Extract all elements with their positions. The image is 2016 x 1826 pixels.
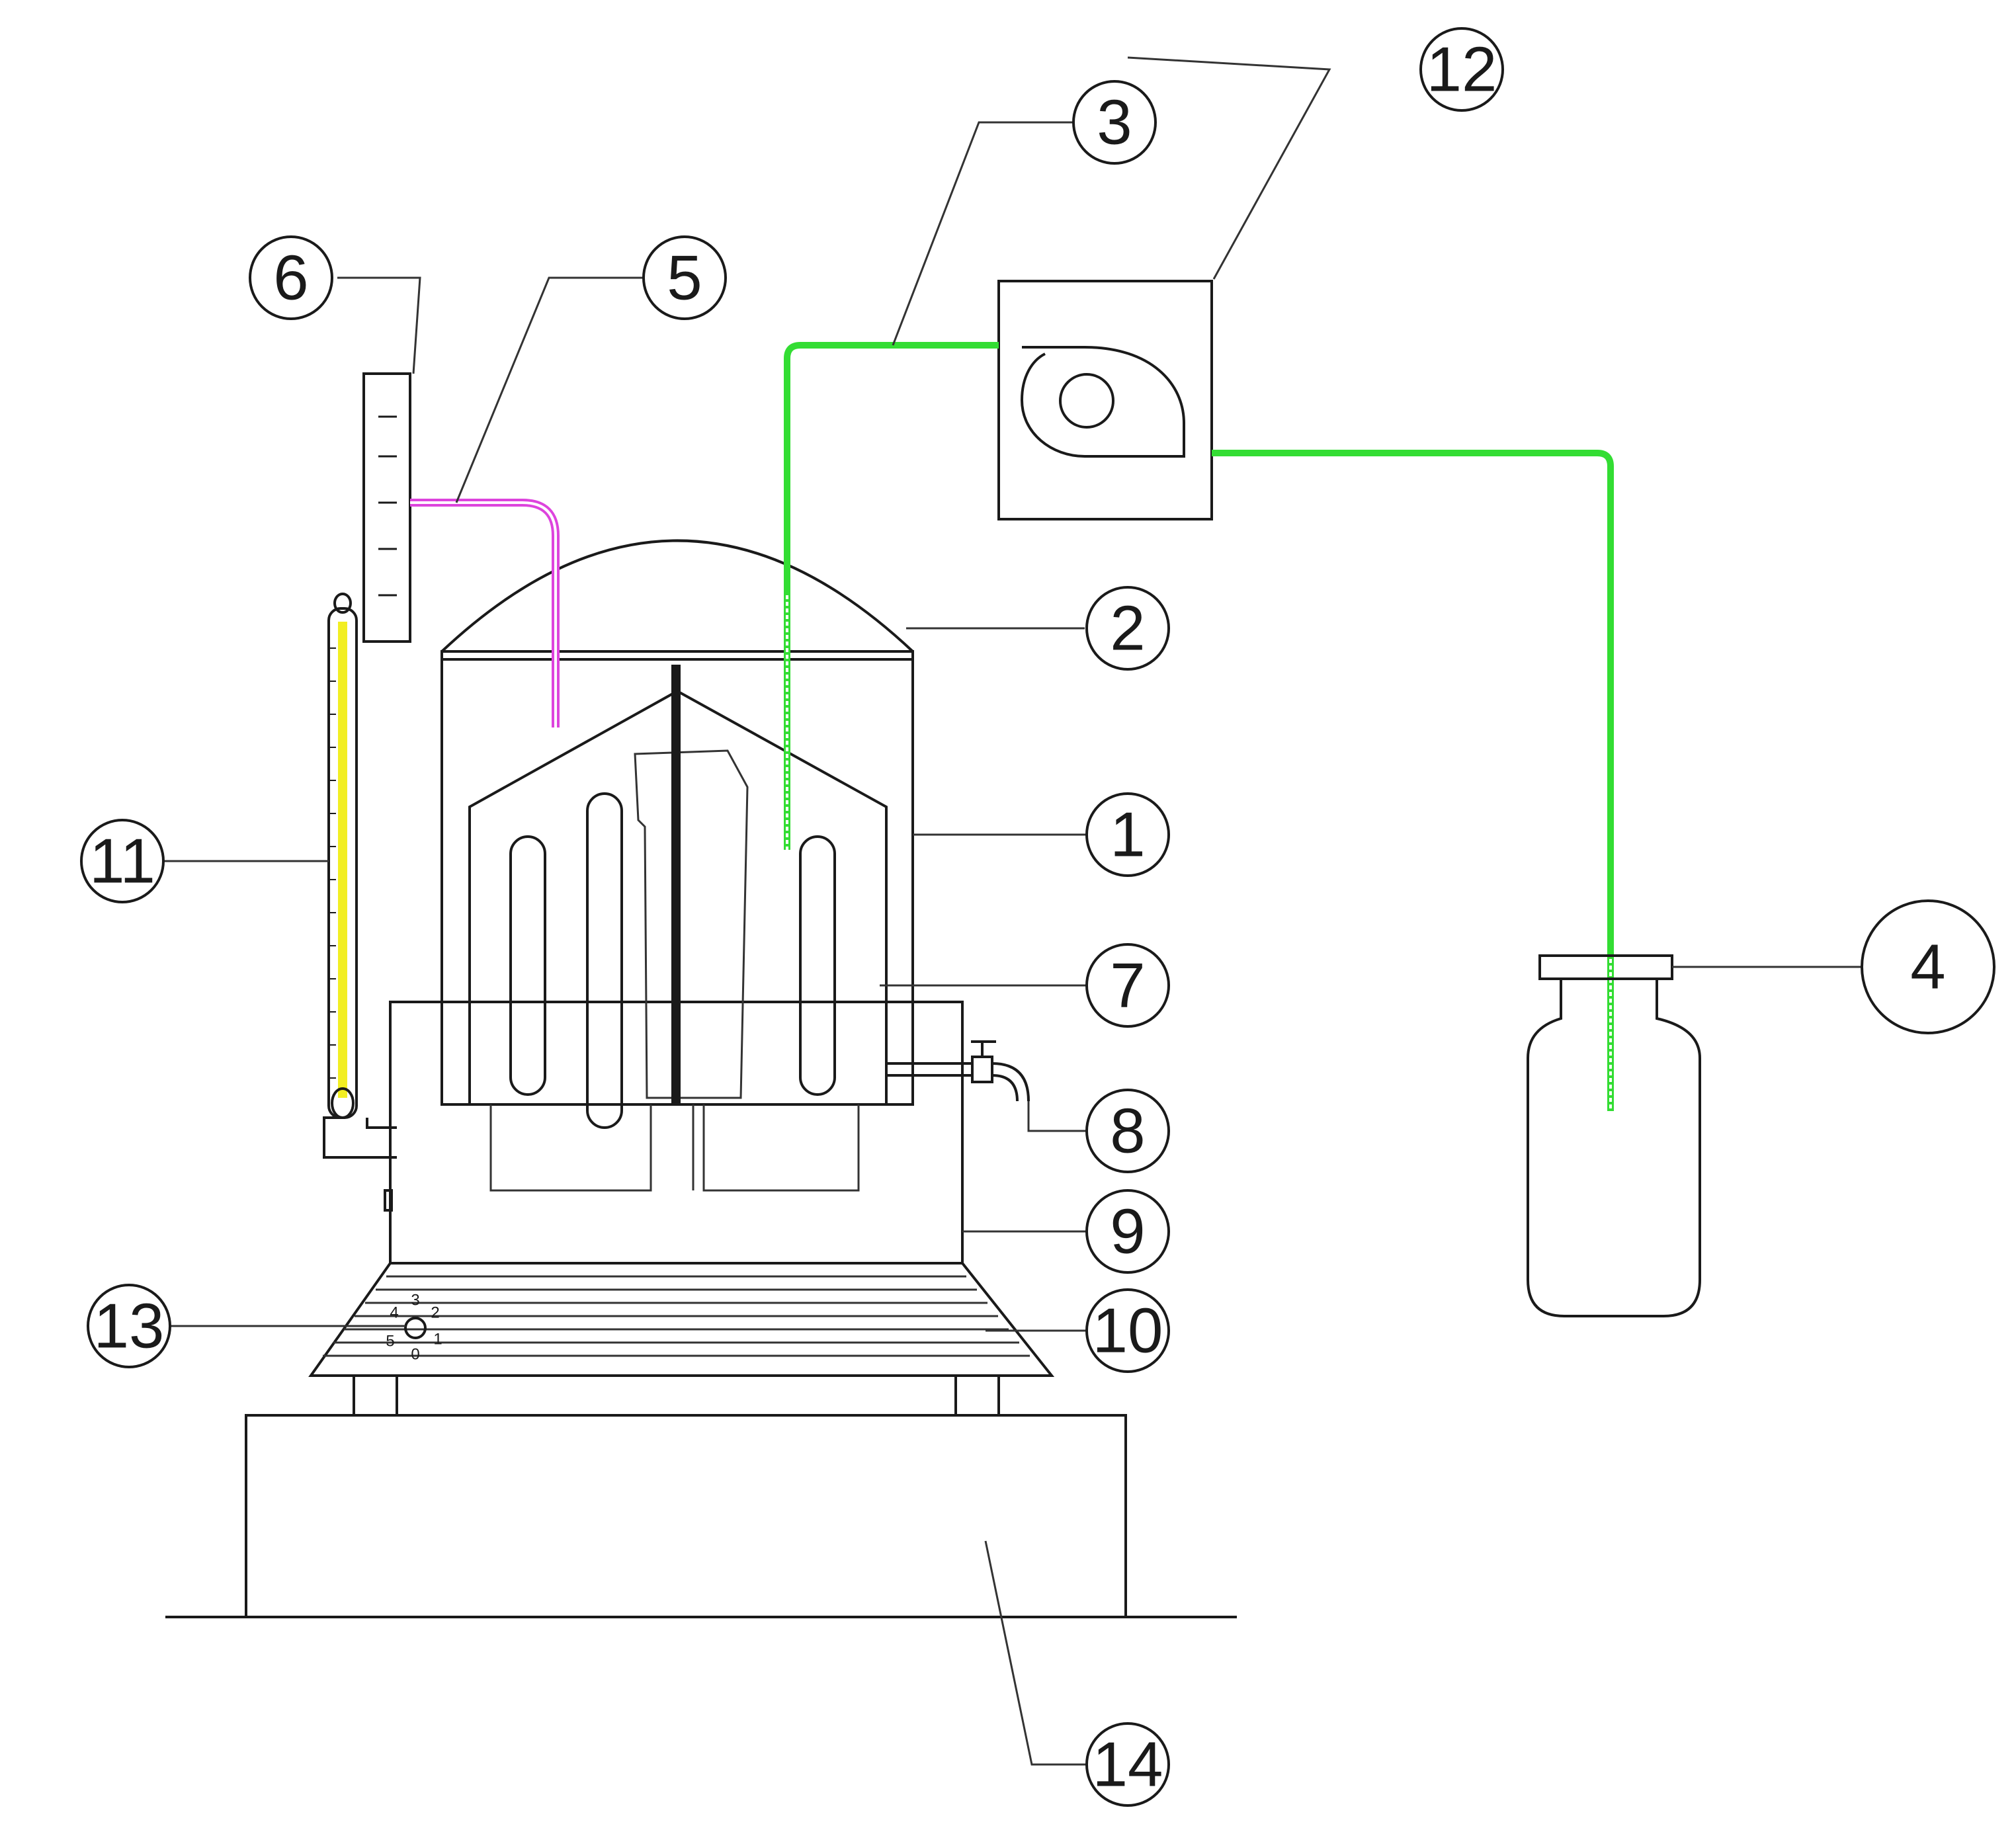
dial-mark-3: 3 — [411, 1292, 419, 1309]
callout-5-label: 5 — [667, 243, 702, 313]
valve-spout — [991, 1062, 1030, 1102]
dial-mark-1: 1 — [433, 1331, 442, 1349]
dial-mark-0: 0 — [411, 1346, 419, 1364]
callout-7: 7 — [1085, 943, 1170, 1028]
thermometer — [327, 593, 358, 1119]
callout-7-label: 7 — [1110, 950, 1145, 1021]
callout-10: 10 — [1085, 1288, 1170, 1373]
thermometer-scale — [330, 647, 336, 1079]
basket-slot-1 — [509, 835, 546, 1096]
base-stand — [245, 1414, 1127, 1618]
air-tube-outlet — [1212, 450, 1614, 1111]
callout-6: 6 — [249, 235, 333, 320]
callout-11: 11 — [80, 819, 165, 903]
flow-meter-scale — [378, 415, 397, 597]
bottle-cap — [1538, 954, 1673, 980]
callout-8-label: 8 — [1110, 1096, 1145, 1167]
callout-8: 8 — [1085, 1089, 1170, 1173]
drain-valve — [885, 1040, 1030, 1102]
callout-6-label: 6 — [273, 243, 308, 313]
basket-skirt-left — [489, 1104, 652, 1192]
basket-skirt-right — [702, 1104, 860, 1192]
callout-14-label: 14 — [1093, 1729, 1163, 1800]
flow-meter — [362, 372, 411, 643]
valve-body — [971, 1056, 993, 1083]
foot-right — [954, 1374, 1000, 1417]
callout-4: 4 — [1861, 899, 1995, 1034]
dial-mark-4: 4 — [390, 1304, 398, 1322]
stirrer-ribs — [323, 1275, 1030, 1357]
thermometer-probe — [323, 1116, 397, 1159]
speed-dial-knob — [404, 1317, 427, 1339]
lid-rim — [441, 650, 914, 661]
callout-12-label: 12 — [1427, 34, 1497, 105]
callout-2: 2 — [1085, 586, 1170, 671]
callout-9: 9 — [1085, 1189, 1170, 1274]
pump-rotor — [1059, 373, 1114, 429]
air-tube-inlet — [784, 342, 999, 850]
air-pump — [997, 280, 1213, 520]
pump-volute — [1020, 346, 1185, 458]
thermometer-cap — [333, 593, 352, 614]
speed-dial: 0 1 2 3 4 5 — [386, 1292, 442, 1364]
basket-slot-2 — [586, 792, 623, 1129]
callout-5: 5 — [642, 235, 727, 320]
callouts: 1 2 3 4 5 6 7 8 — [80, 27, 1995, 1807]
basket-slot-3 — [799, 835, 836, 1096]
callout-1: 1 — [1085, 792, 1170, 877]
stirring-paddle — [634, 749, 749, 1099]
thermometer-fill — [338, 622, 347, 1098]
callout-14: 14 — [1085, 1722, 1170, 1807]
vessel-lid — [441, 539, 914, 653]
leader-lines — [162, 56, 1862, 1766]
valve-pipe — [885, 1062, 974, 1077]
callout-9-label: 9 — [1110, 1196, 1145, 1267]
dial-mark-2: 2 — [431, 1304, 439, 1322]
callout-12: 12 — [1419, 27, 1504, 112]
callout-3-label: 3 — [1097, 87, 1132, 158]
bath-side-tab — [384, 1189, 393, 1212]
dial-mark-5: 5 — [386, 1333, 394, 1350]
callout-10-label: 10 — [1093, 1296, 1163, 1366]
callout-3: 3 — [1072, 80, 1157, 165]
callout-2-label: 2 — [1110, 593, 1145, 664]
foot-left — [353, 1374, 398, 1417]
thermometer-probe-connector — [366, 1118, 397, 1129]
callout-13: 13 — [87, 1284, 171, 1368]
callout-4-label: 4 — [1910, 932, 1945, 1003]
absorption-bottle — [1527, 979, 1701, 1317]
callout-1-label: 1 — [1110, 800, 1145, 870]
callout-13-label: 13 — [94, 1291, 165, 1362]
callout-11-label: 11 — [89, 826, 155, 897]
